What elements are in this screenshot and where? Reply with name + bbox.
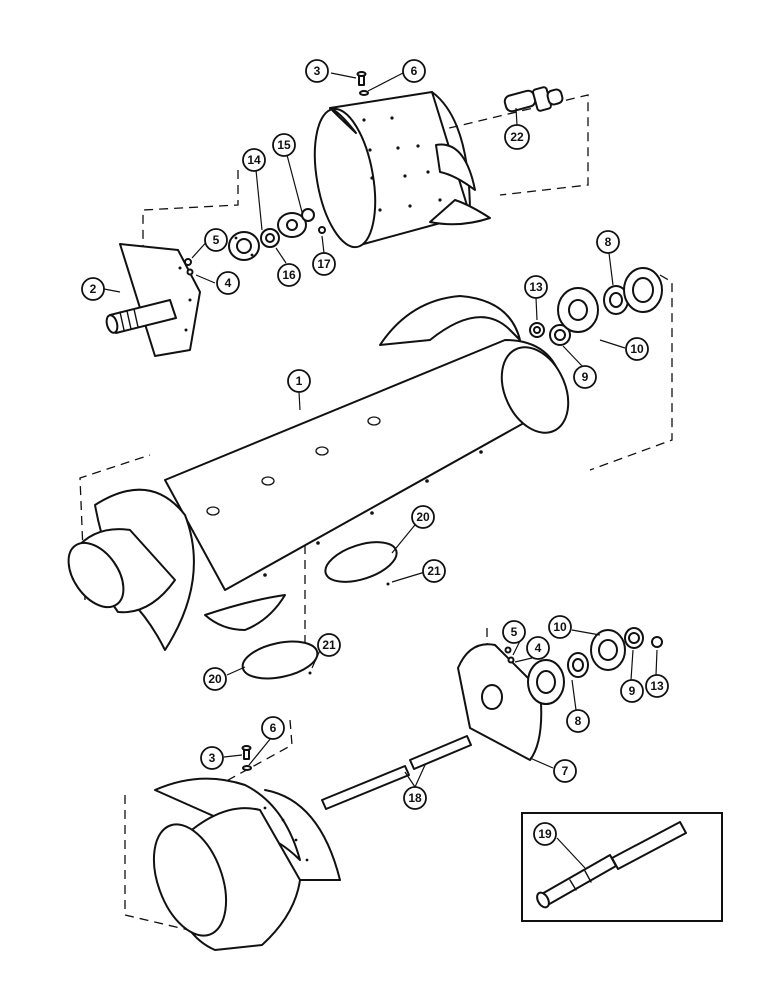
top-bolt-and-washer bbox=[356, 71, 369, 96]
callout-21: 21 bbox=[422, 559, 446, 583]
svg-text:21: 21 bbox=[427, 564, 441, 578]
callout-16: 16 bbox=[277, 263, 301, 287]
callout-20-lower: 20 bbox=[203, 667, 227, 691]
callout-19: 19 bbox=[533, 822, 557, 846]
callout-13-lower: 13 bbox=[645, 674, 669, 698]
callout-4-lower: 4 bbox=[526, 636, 550, 660]
svg-text:10: 10 bbox=[630, 342, 644, 356]
callout-9: 9 bbox=[573, 365, 597, 389]
svg-text:10: 10 bbox=[553, 620, 567, 634]
lower-end-auger-section bbox=[152, 627, 663, 951]
callout-13: 13 bbox=[524, 275, 548, 299]
svg-text:7: 7 bbox=[562, 764, 569, 778]
svg-text:9: 9 bbox=[582, 370, 589, 384]
callout-6: 6 bbox=[402, 59, 426, 83]
callout-14: 14 bbox=[242, 148, 266, 172]
callout-17: 17 bbox=[312, 252, 336, 276]
svg-text:5: 5 bbox=[213, 233, 220, 247]
callout-1: 1 bbox=[287, 369, 311, 393]
callout-4: 4 bbox=[216, 271, 240, 295]
callout-7: 7 bbox=[553, 759, 577, 783]
svg-text:4: 4 bbox=[225, 276, 232, 290]
svg-text:8: 8 bbox=[575, 714, 582, 728]
svg-text:20: 20 bbox=[208, 672, 222, 686]
callout-3-lower: 3 bbox=[200, 746, 224, 770]
svg-text:3: 3 bbox=[314, 64, 321, 78]
callout-9-lower: 9 bbox=[620, 679, 644, 703]
svg-text:4: 4 bbox=[535, 641, 542, 655]
main-auger-cylinder bbox=[67, 267, 663, 680]
svg-text:8: 8 bbox=[605, 235, 612, 249]
callout-6-lower: 6 bbox=[261, 716, 285, 740]
callout-21-lower: 21 bbox=[317, 633, 341, 657]
callout-2: 2 bbox=[81, 277, 105, 301]
svg-text:20: 20 bbox=[416, 510, 430, 524]
callout-22: 22 bbox=[504, 124, 530, 150]
callout-8-lower: 8 bbox=[566, 709, 590, 733]
svg-text:17: 17 bbox=[317, 257, 331, 271]
svg-text:15: 15 bbox=[277, 138, 291, 152]
callout-3: 3 bbox=[305, 59, 329, 83]
svg-text:1: 1 bbox=[296, 374, 303, 388]
svg-text:6: 6 bbox=[270, 721, 277, 735]
callout-18: 18 bbox=[403, 786, 427, 810]
leader-lines bbox=[103, 72, 658, 869]
svg-text:13: 13 bbox=[529, 280, 543, 294]
drive-coupling-part bbox=[503, 86, 564, 113]
callout-5: 5 bbox=[204, 228, 228, 252]
callout-8: 8 bbox=[596, 230, 620, 254]
svg-text:16: 16 bbox=[282, 268, 296, 282]
svg-text:21: 21 bbox=[322, 638, 336, 652]
svg-text:14: 14 bbox=[247, 153, 261, 167]
svg-text:13: 13 bbox=[650, 679, 664, 693]
svg-text:6: 6 bbox=[411, 64, 418, 78]
callout-5-lower: 5 bbox=[502, 620, 526, 644]
svg-text:3: 3 bbox=[209, 751, 216, 765]
callout-20: 20 bbox=[411, 505, 435, 529]
svg-text:22: 22 bbox=[510, 130, 524, 144]
callout-10: 10 bbox=[625, 337, 649, 361]
svg-text:9: 9 bbox=[629, 684, 636, 698]
svg-text:5: 5 bbox=[511, 625, 518, 639]
svg-text:19: 19 bbox=[538, 827, 552, 841]
top-end-auger-section bbox=[105, 71, 564, 357]
callout-10-lower: 10 bbox=[548, 615, 572, 639]
svg-text:2: 2 bbox=[90, 282, 97, 296]
svg-text:18: 18 bbox=[408, 791, 422, 805]
callout-15: 15 bbox=[272, 133, 296, 157]
